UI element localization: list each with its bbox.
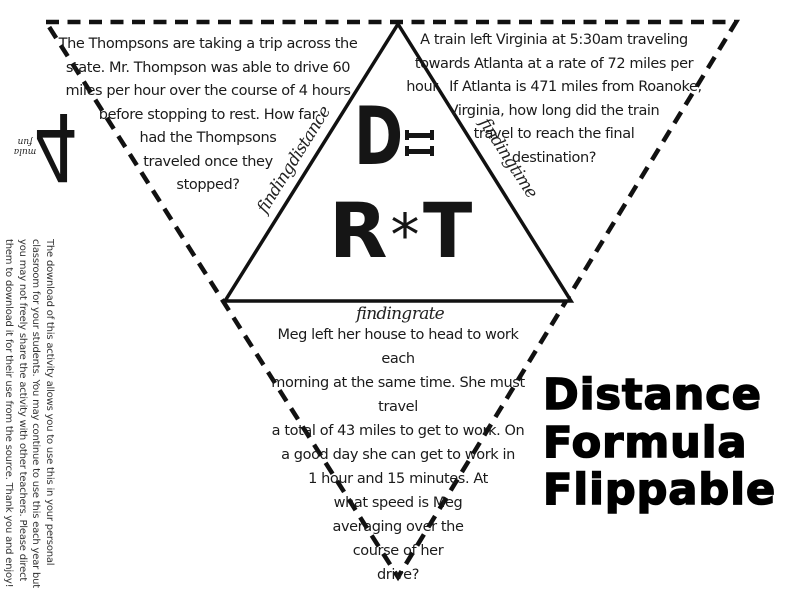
inner-solid-triangle — [221, 20, 575, 303]
equals-bar-top — [405, 130, 434, 140]
equals-sign-icon — [405, 130, 434, 162]
formula-rt-row: R * T — [329, 193, 474, 269]
multiplication-star-icon: * — [390, 201, 420, 269]
watermark-script-text: mula fun — [13, 136, 37, 156]
formula-letter-d: D — [354, 90, 404, 183]
equals-bar-bottom — [405, 146, 434, 156]
problem-finding-time: A train left Virginia at 5:30am travelin… — [406, 32, 702, 166]
license-note-text: The download of this activity allows you… — [3, 239, 56, 589]
flap-label-finding-rate: finding rate — [356, 304, 445, 324]
license-note: The download of this activity allows you… — [2, 239, 58, 599]
page-title: Distance Formula Flippable — [542, 370, 777, 515]
problem-finding-distance: The Thompsons are taking a trip across t… — [58, 36, 358, 193]
problem-finding-rate: Meg left her house to head to work each … — [271, 327, 525, 583]
formula-letter-r: R — [329, 186, 388, 275]
formula-letter-t: T — [422, 186, 472, 275]
